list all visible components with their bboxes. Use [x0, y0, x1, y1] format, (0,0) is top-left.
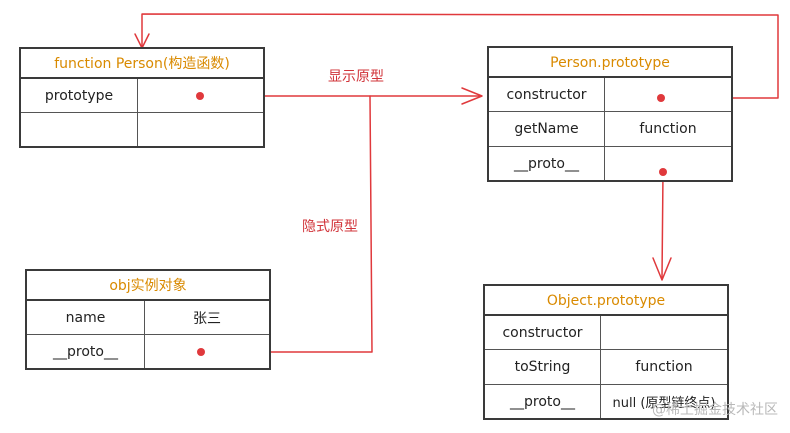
implicit-prototype-label: 隐式原型	[302, 219, 358, 235]
obj-instance-box: obj实例对象 name 张三 __proto__	[25, 269, 271, 370]
row-key: constructor	[485, 316, 601, 349]
table-row: constructor	[489, 78, 731, 112]
row-key	[21, 113, 138, 146]
table-row: toString function	[485, 350, 727, 385]
row-key: constructor	[489, 78, 605, 111]
obj-proto-pointer-dot	[197, 348, 205, 356]
object-prototype-title: Object.prototype	[485, 286, 727, 316]
obj-instance-title: obj实例对象	[27, 271, 269, 301]
table-row	[21, 113, 263, 146]
row-value: function	[639, 121, 697, 137]
watermark: @稀土掘金技术社区	[652, 402, 778, 418]
table-row: __proto__	[489, 147, 731, 180]
table-row: __proto__	[27, 335, 269, 368]
table-row: prototype	[21, 79, 263, 113]
row-key: __proto__	[489, 147, 605, 180]
person-prototype-pointer-dot	[196, 92, 204, 100]
person-prototype-box: Person.prototype constructor getName fun…	[487, 46, 733, 182]
row-key: getName	[489, 112, 605, 146]
row-value	[605, 78, 731, 111]
proto-chain-line	[661, 171, 664, 279]
person-prototype-title: Person.prototype	[489, 48, 731, 78]
table-row: name 张三	[27, 301, 269, 335]
person-proto-proto-pointer-dot	[659, 168, 667, 176]
table-row: getName function	[489, 112, 731, 147]
constructor-loop-line	[141, 13, 779, 99]
row-key: __proto__	[485, 385, 601, 418]
person-constructor-box: function Person(构造函数) prototype	[19, 47, 265, 148]
row-value	[145, 335, 269, 368]
row-value	[601, 316, 727, 349]
row-key: toString	[485, 350, 601, 384]
row-value: null (原型链终点)	[612, 396, 716, 411]
table-row: __proto__ null (原型链终点)	[485, 385, 727, 418]
row-key: __proto__	[27, 335, 145, 368]
constructor-pointer-dot	[657, 94, 665, 102]
explicit-prototype-label: 显示原型	[328, 69, 384, 85]
person-constructor-title: function Person(构造函数)	[21, 49, 263, 79]
object-prototype-box: Object.prototype constructor toString fu…	[483, 284, 729, 420]
row-value	[138, 113, 263, 146]
explicit-prototype-arrowhead	[461, 87, 483, 105]
row-key: name	[27, 301, 145, 334]
table-row: constructor	[485, 316, 727, 350]
row-value: function	[635, 359, 693, 375]
proto-chain-arrowhead	[652, 257, 672, 281]
row-value	[605, 147, 731, 180]
row-key: prototype	[21, 79, 138, 112]
row-value: 张三	[193, 310, 221, 327]
